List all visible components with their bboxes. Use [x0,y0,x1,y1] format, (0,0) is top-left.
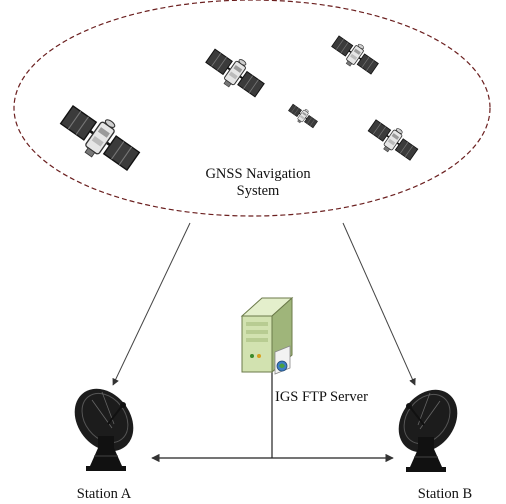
orbit-ellipse [13,0,491,217]
system-label-line-2: System [236,183,280,199]
server-label: IGS FTP Server [275,389,368,405]
satellite-icon [285,100,321,132]
satellite-icon [53,96,147,180]
system-label-line-1: GNSS Navigation [205,166,311,182]
satellite-icon [200,42,270,104]
server-icon [240,296,294,375]
dish-antenna-icon [61,376,147,472]
station-b-label: Station B [417,486,473,502]
arrow-to-station-a [112,222,191,386]
dish-antenna-icon [385,377,471,473]
system-label: GNSS Navigation System [183,166,333,200]
arrow-to-station-b [342,222,416,386]
satellite-icon [363,114,423,166]
satellite-icon [327,30,383,80]
station-a-label: Station A [76,486,132,502]
